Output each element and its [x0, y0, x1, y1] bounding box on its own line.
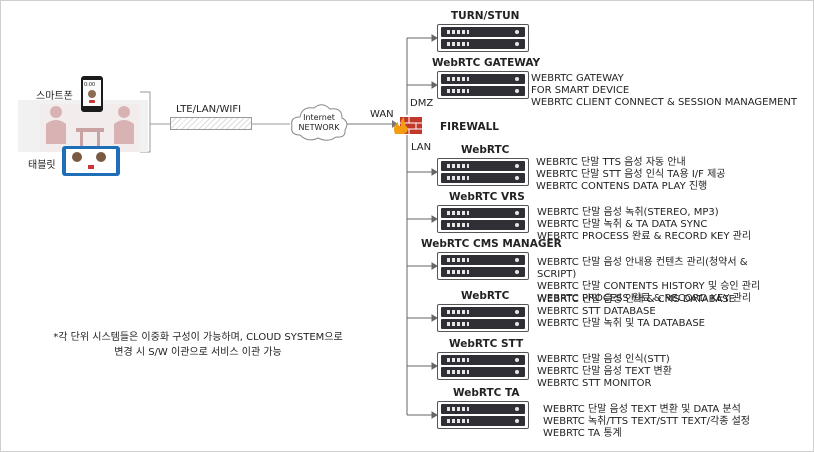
server-title: WebRTC VRS	[449, 191, 525, 203]
lan-label: LAN	[411, 142, 432, 153]
note: *각 단위 시스템들은 이중화 구성이 가능하며, CLOUD SYSTEM으로…	[28, 330, 368, 360]
cloud-label-line2: NETWORK	[298, 123, 340, 132]
firewall-label: FIREWALL	[440, 121, 499, 133]
server-title: WebRTC STT	[449, 338, 524, 350]
tablet-label: 태블릿	[28, 160, 56, 171]
server-description-line: WEBRTC 단말 음성 안내용 컨텐츠 관리(청약서 &	[537, 257, 748, 268]
meeting-illustration-icon	[40, 104, 140, 152]
server-description-line: WEBRTC 단말 음성 인식(STT)	[537, 354, 670, 365]
firewall-icon	[394, 117, 422, 134]
server-description-line: WEBRTC 단말 음성 녹취(STEREO, MP3)	[537, 207, 719, 218]
cloud-label-line1: Internet	[303, 113, 335, 122]
server-description: WEBRTC 단말 음성 녹취(STEREO, MP3)WEBRTC 단말 녹취…	[537, 207, 751, 243]
wan-label: WAN	[370, 109, 394, 120]
cloud-label: Internet NETWORK	[296, 113, 342, 133]
server-icon	[437, 24, 529, 52]
smartphone-label: 스마트폰	[36, 91, 73, 102]
server-description-line: WEBRTC TA 통계	[543, 428, 622, 439]
server-icon	[437, 158, 529, 186]
server-description-line: WEBRTC CONTENS DATA PLAY 진행	[536, 181, 708, 192]
server-description-line: WEBRTC 단말 CONTENTS HISTORY 및 승인 관리	[537, 281, 761, 292]
server-description-line: WEBRTC PROCESS 완료 & RECORD KEY 관리	[537, 293, 752, 304]
phone-screen-text: 0:00	[84, 82, 96, 88]
server-title: TURN/STUN	[451, 10, 520, 22]
server-icon	[437, 352, 529, 380]
server-icon	[437, 401, 529, 429]
server-description-line: WEBRTC 단말 녹취 및 TA DATABASE	[537, 318, 705, 329]
server-icon	[437, 304, 529, 332]
server-title: WebRTC CMS MANAGER	[421, 238, 562, 250]
server-title: WebRTC GATEWAY	[432, 57, 541, 69]
server-description-line: WEBRTC 단말 녹취 & TA DATA SYNC	[537, 219, 708, 230]
server-description-line: WEBRTC PROCESS 완료 & RECORD KEY 관리	[537, 231, 752, 242]
server-description-line: WEBRTC CLIENT CONNECT & SESSION MANAGEME…	[531, 97, 797, 108]
dmz-label: DMZ	[410, 98, 434, 109]
server-description-line: WEBRTC 녹취/TTS TEXT/STT TEXT/각종 설정	[543, 416, 751, 427]
server-icon	[437, 252, 529, 280]
server-description-line: WEBRTC 단말 TTS 음성 자동 안내	[536, 157, 686, 168]
server-description-line: WEBRTC 단말 STT 음성 인식 TA용 I/F 제공	[536, 169, 726, 180]
server-title: WebRTC TA	[453, 387, 520, 399]
server-description-line: WEBRTC 단말 음성 TEXT 변환 및 DATA 분석	[543, 404, 741, 415]
server-description-line: WEBRTC STT MONITOR	[537, 378, 652, 389]
cloud-icon	[291, 104, 348, 141]
note-line2: 변경 시 S/W 이관으로 서비스 이관 가능	[114, 347, 282, 358]
server-icon	[437, 71, 529, 99]
server-description: WEBRTC 단말 음성 인식(STT)WEBRTC 단말 음성 TEXT 변환…	[537, 354, 672, 390]
server-description-line: SCRIPT)	[537, 269, 577, 280]
tablet-icon	[62, 146, 120, 176]
server-icon	[437, 205, 529, 233]
smartphone-icon: 0:00	[81, 76, 103, 112]
server-title: WebRTC	[461, 144, 510, 156]
connection-pipe	[170, 117, 252, 130]
server-title: WebRTC	[461, 290, 510, 302]
connection-label: LTE/LAN/WIFI	[176, 104, 242, 115]
server-description: WEBRTC 단말 음성 안내용 컨텐츠 관리(청약서 &SCRIPT)WEBR…	[537, 257, 760, 305]
server-description-line: FOR SMART DEVICE	[531, 85, 630, 96]
server-description-line: WEBRTC STT DATABASE	[537, 306, 656, 317]
server-description-line: WEBRTC GATEWAY	[531, 73, 624, 84]
server-description-line: WEBRTC 단말 음성 안내 & CMS DATABASE	[537, 294, 735, 305]
note-line1: *각 단위 시스템들은 이중화 구성이 가능하며, CLOUD SYSTEM으로	[53, 332, 343, 343]
server-description-line: WEBRTC 단말 음성 TEXT 변환	[537, 366, 672, 377]
